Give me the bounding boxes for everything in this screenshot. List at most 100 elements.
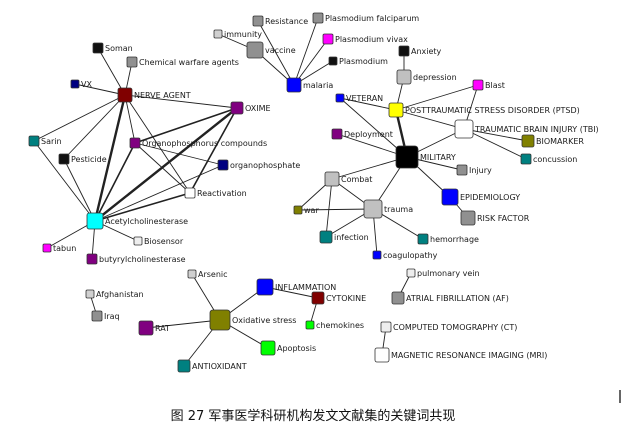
node-box-epidemiology bbox=[441, 188, 459, 206]
node-hemorrhage[interactable]: hemorrhage bbox=[417, 233, 479, 245]
node-iraq[interactable]: Iraq bbox=[91, 310, 120, 322]
node-immunity[interactable]: immunity bbox=[213, 29, 262, 39]
node-riskfactor[interactable]: RISK FACTOR bbox=[460, 210, 530, 226]
node-coagulopathy[interactable]: coagulopathy bbox=[372, 250, 438, 260]
node-box-vx bbox=[70, 79, 80, 89]
node-anxiety[interactable]: Anxiety bbox=[398, 45, 442, 57]
node-deployment[interactable]: Deployment bbox=[331, 128, 393, 140]
node-label-plasmodium: Plasmodium bbox=[339, 57, 388, 66]
node-label-iraq: Iraq bbox=[104, 312, 120, 321]
node-label-oxime: OXIME bbox=[245, 104, 271, 113]
edge-inflammation-cytokine bbox=[264, 286, 319, 299]
node-label-blast: Blast bbox=[485, 81, 505, 90]
node-nerve[interactable]: NERVE AGENT bbox=[117, 87, 191, 103]
node-box-soman bbox=[92, 42, 104, 54]
node-vaccine[interactable]: vaccine bbox=[246, 41, 296, 59]
node-label-oxstress: Oxidative stress bbox=[232, 316, 296, 325]
node-box-riskfactor bbox=[460, 210, 476, 226]
node-biomarker[interactable]: BIOMARKER bbox=[521, 134, 584, 148]
node-blast[interactable]: Blast bbox=[472, 79, 505, 91]
node-pfalc[interactable]: Plasmodium falciparum bbox=[312, 12, 419, 24]
node-label-pfalc: Plasmodium falciparum bbox=[325, 14, 419, 23]
node-box-tbi bbox=[454, 119, 474, 139]
node-label-tabun: tabun bbox=[53, 244, 76, 253]
node-pvivax[interactable]: Plasmodium vivax bbox=[322, 33, 408, 45]
node-box-apoptosis bbox=[260, 340, 276, 356]
node-label-ptsd: POSTTRAUMATIC STRESS DISORDER (PTSD) bbox=[405, 106, 580, 115]
node-apoptosis[interactable]: Apoptosis bbox=[260, 340, 316, 356]
edge-nerve-react bbox=[124, 94, 191, 194]
node-label-afghanistan: Afghanistan bbox=[96, 290, 144, 299]
node-label-chemokines: chemokines bbox=[316, 321, 364, 330]
node-military[interactable]: MILITARY bbox=[395, 145, 456, 169]
node-label-veteran: VETERAN bbox=[346, 94, 383, 103]
node-mri[interactable]: MAGNETIC RESONANCE IMAGING (MRI) bbox=[374, 347, 547, 363]
node-ptsd[interactable]: POSTTRAUMATIC STRESS DISORDER (PTSD) bbox=[388, 102, 580, 118]
node-resistance[interactable]: Resistance bbox=[252, 15, 308, 27]
node-box-resistance bbox=[252, 15, 264, 27]
node-box-nerve bbox=[117, 87, 133, 103]
node-cwa[interactable]: Chemical warfare agents bbox=[126, 56, 239, 68]
node-inflammation[interactable]: INFLAMMATION bbox=[256, 278, 336, 296]
node-injury[interactable]: Injury bbox=[456, 164, 492, 176]
edge-ptsd-blast bbox=[395, 84, 479, 111]
node-trauma[interactable]: trauma bbox=[363, 199, 413, 219]
node-ache[interactable]: Acetylcholinesterase bbox=[86, 212, 188, 230]
node-box-cytokine bbox=[311, 291, 325, 305]
node-label-deployment: Deployment bbox=[344, 130, 393, 139]
node-box-infection bbox=[319, 230, 333, 244]
node-oxstress[interactable]: Oxidative stress bbox=[209, 309, 296, 331]
node-ct[interactable]: COMPUTED TOMOGRAPHY (CT) bbox=[380, 321, 517, 333]
edge-nerve-opc bbox=[124, 94, 136, 144]
node-box-malaria bbox=[286, 77, 302, 93]
node-opp[interactable]: organophosphate bbox=[217, 159, 300, 171]
edges-layer bbox=[33, 17, 529, 367]
node-arsenic[interactable]: Arsenic bbox=[187, 269, 228, 279]
node-opc[interactable]: Organophosphorus compounds bbox=[129, 137, 267, 149]
node-label-biomarker: BIOMARKER bbox=[536, 137, 584, 146]
node-concussion[interactable]: concussion bbox=[520, 153, 577, 165]
edge-nerve-soman bbox=[97, 47, 126, 96]
node-oxime[interactable]: OXIME bbox=[230, 101, 271, 115]
node-tabun[interactable]: tabun bbox=[42, 243, 76, 253]
node-depression[interactable]: depression bbox=[396, 69, 457, 85]
edge-trauma-war bbox=[297, 208, 374, 211]
node-box-oxstress bbox=[209, 309, 231, 331]
node-afghanistan[interactable]: Afghanistan bbox=[85, 289, 144, 299]
node-plasmodium[interactable]: Plasmodium bbox=[328, 56, 388, 66]
node-label-react: Reactivation bbox=[197, 189, 247, 198]
node-antioxidant[interactable]: ANTIOXIDANT bbox=[177, 359, 247, 373]
node-war[interactable]: war bbox=[293, 205, 319, 215]
node-box-arsenic bbox=[187, 269, 197, 279]
edge-nerve-oxime bbox=[124, 94, 238, 109]
node-box-pfalc bbox=[312, 12, 324, 24]
node-label-military: MILITARY bbox=[420, 153, 456, 162]
node-veteran[interactable]: VETERAN bbox=[335, 93, 383, 103]
node-buche[interactable]: butyrylcholinesterase bbox=[86, 253, 186, 265]
edge-malaria-pfalc bbox=[293, 17, 319, 86]
node-rat[interactable]: RAT bbox=[138, 320, 170, 336]
node-infection[interactable]: infection bbox=[319, 230, 369, 244]
node-vx[interactable]: VX bbox=[70, 79, 92, 89]
node-pvein[interactable]: pulmonary vein bbox=[406, 268, 480, 278]
node-combat[interactable]: Combat bbox=[324, 171, 372, 187]
node-label-ct: COMPUTED TOMOGRAPHY (CT) bbox=[393, 323, 517, 332]
node-biosensor[interactable]: Biosensor bbox=[133, 236, 184, 246]
node-box-chemokines bbox=[305, 320, 315, 330]
node-label-vx: VX bbox=[81, 80, 92, 89]
node-cytokine[interactable]: CYTOKINE bbox=[311, 291, 366, 305]
node-pesticide[interactable]: Pesticide bbox=[58, 153, 107, 165]
node-tbi[interactable]: TRAUMATIC BRAIN INJURY (TBI) bbox=[454, 119, 599, 139]
node-chemokines[interactable]: chemokines bbox=[305, 320, 364, 330]
node-box-biosensor bbox=[133, 236, 143, 246]
node-soman[interactable]: Soman bbox=[92, 42, 133, 54]
node-epidemiology[interactable]: EPIDEMIOLOGY bbox=[441, 188, 520, 206]
node-react[interactable]: Reactivation bbox=[184, 187, 247, 199]
node-af[interactable]: ATRIAL FIBRILLATION (AF) bbox=[391, 291, 509, 305]
node-sarin[interactable]: Sarin bbox=[28, 135, 62, 147]
node-box-coagulopathy bbox=[372, 250, 382, 260]
node-label-opp: organophosphate bbox=[230, 161, 300, 170]
node-malaria[interactable]: malaria bbox=[286, 77, 333, 93]
